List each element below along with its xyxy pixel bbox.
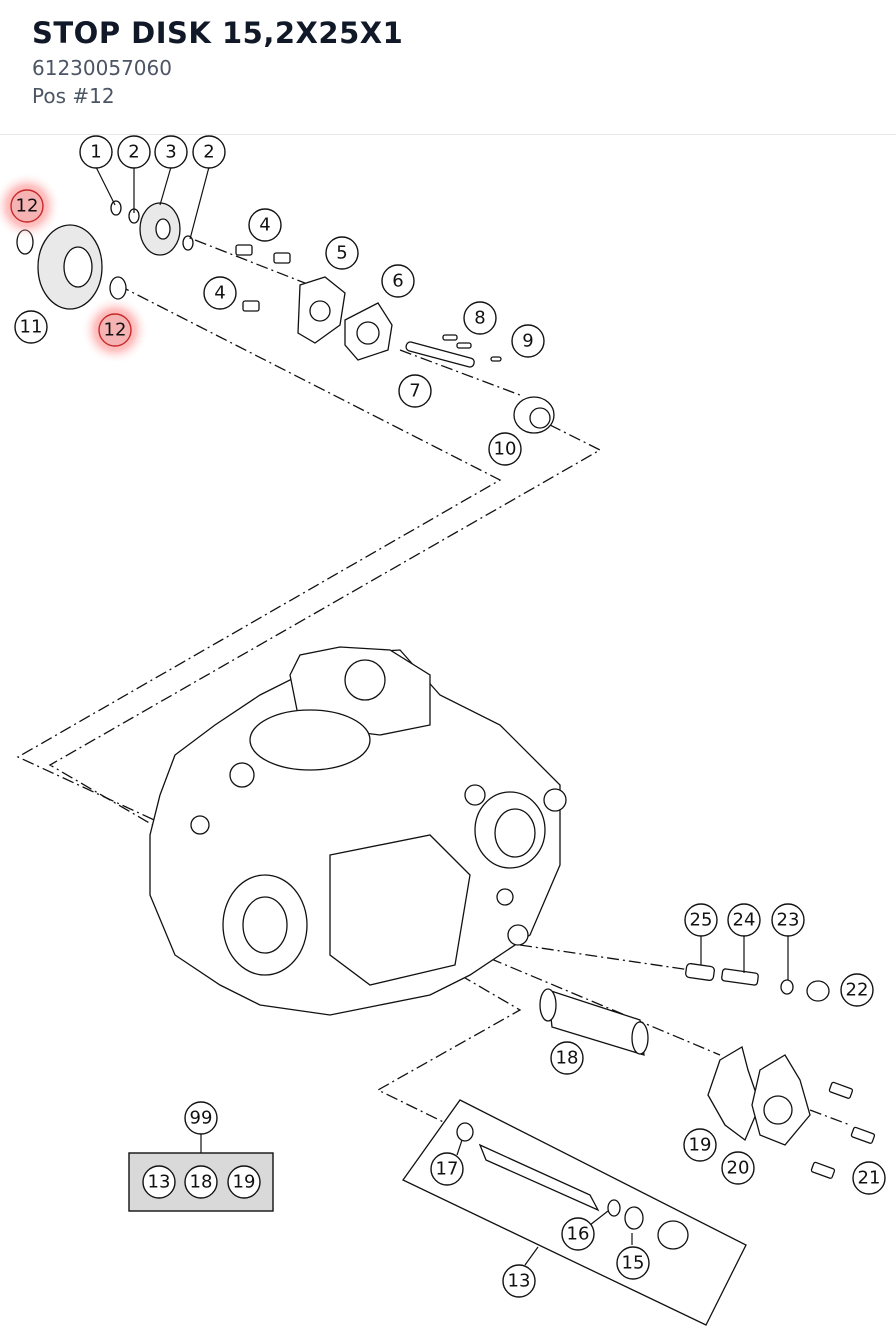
callout-label: 9 [522,331,533,352]
part-title: STOP DISK 15,2X25X1 [32,16,404,50]
callout[interactable]: 4 [203,276,237,310]
callout-label: 11 [20,317,43,338]
oil-pressure-parts [539,962,876,1179]
callout[interactable]: 21 [852,1161,886,1195]
callout-label: 8 [474,308,485,329]
callout[interactable]: 5 [325,236,359,270]
oil-pump-parts [235,244,555,434]
callout-label: 12 [16,196,39,217]
callout[interactable]: 15 [616,1246,650,1280]
callout-label: 99 [190,1108,213,1129]
callout[interactable]: 19 [227,1165,261,1199]
callout[interactable]: 99 [184,1101,218,1135]
callout[interactable]: 18 [184,1165,218,1199]
callout[interactable]: 13 [142,1165,176,1199]
callout[interactable]: 25 [684,903,718,937]
leader-lines [95,166,789,1266]
callout-label: 3 [165,142,176,163]
callout-label: 22 [846,980,869,1001]
callout-label: 16 [567,1224,590,1245]
gasket [707,1046,761,1142]
callout-highlighted[interactable]: 12 [81,296,149,364]
callout-label: 17 [436,1159,459,1180]
pump-shaft [405,341,475,368]
callout-label: 18 [556,1048,579,1069]
callout[interactable]: 16 [561,1217,595,1251]
part-number: 61230057060 [32,56,172,80]
callout[interactable]: 22 [840,973,874,1007]
callout-label: 5 [336,243,347,264]
callout[interactable]: 13 [502,1264,536,1298]
callout[interactable]: 19 [683,1128,717,1162]
callout-label: 13 [148,1172,171,1193]
callout[interactable]: 9 [511,324,545,358]
callout-label: 18 [190,1172,213,1193]
page-header: STOP DISK 15,2X25X1 61230057060 Pos #12 [0,0,896,135]
callout-label: 6 [392,271,403,292]
callout[interactable]: 4 [248,208,282,242]
callout[interactable]: 2 [192,135,226,169]
callout-label: 4 [259,215,270,236]
callout-label: 23 [777,910,800,931]
callout-label: 15 [622,1253,645,1274]
callout-label: 7 [409,381,420,402]
callout-label: 25 [690,910,713,931]
callout[interactable]: 18 [550,1041,584,1075]
callout-label: 19 [233,1172,256,1193]
crankcase [149,646,567,1016]
callout-label: 19 [689,1135,712,1156]
callout[interactable]: 7 [398,374,432,408]
callout[interactable]: 11 [14,310,48,344]
callout[interactable]: 10 [488,432,522,466]
callout[interactable]: 23 [771,903,805,937]
callout-label: 2 [128,142,139,163]
callout[interactable]: 20 [721,1151,755,1185]
callout[interactable]: 8 [463,301,497,335]
callout[interactable]: 6 [381,264,415,298]
callout-label: 21 [858,1168,881,1189]
callout-label: 20 [727,1158,750,1179]
callout[interactable]: 3 [154,135,188,169]
callout[interactable]: 2 [117,135,151,169]
stop-disk-washer [109,276,127,300]
callout[interactable]: 24 [727,903,761,937]
callout-label: 24 [733,910,756,931]
callout-label: 1 [90,142,101,163]
callout-label: 10 [494,439,517,460]
callout[interactable]: 1 [79,135,113,169]
callout[interactable]: 17 [430,1152,464,1186]
callout-label: 2 [203,142,214,163]
callout-label: 13 [508,1271,531,1292]
assembly-lines [16,239,851,1136]
oil-screen-kit [402,1099,747,1326]
callout-highlighted[interactable]: 12 [0,172,61,240]
callout-label: 4 [214,283,225,304]
position-label: Pos #12 [32,84,115,108]
callout-label: 12 [104,320,127,341]
